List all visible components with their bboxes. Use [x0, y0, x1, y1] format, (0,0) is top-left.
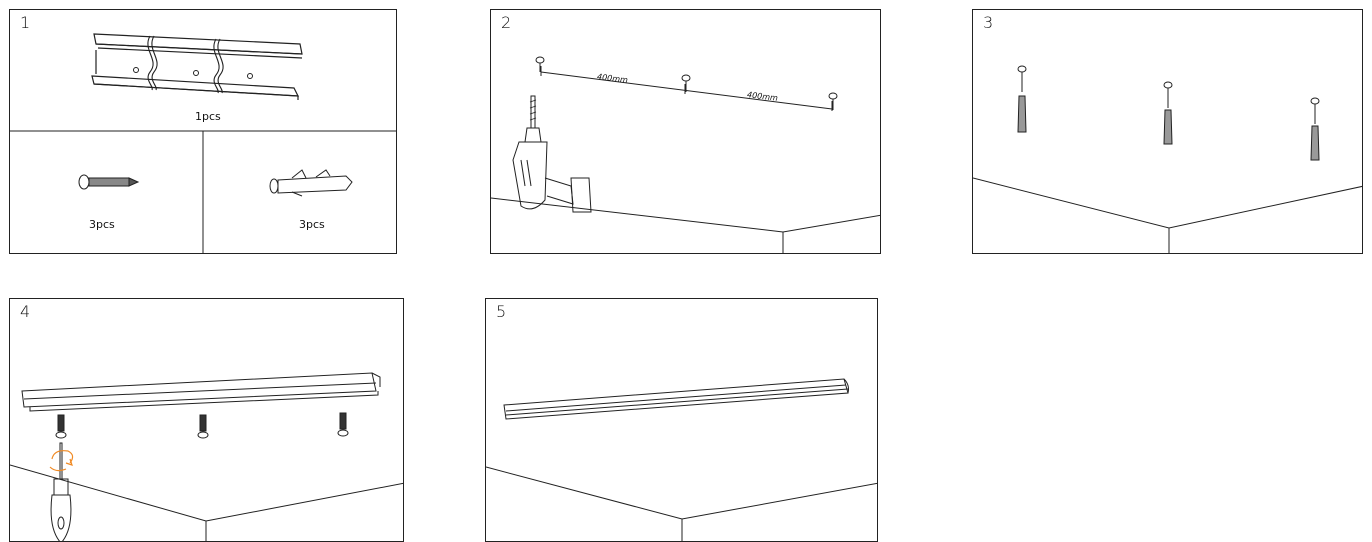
anchor-part [269, 169, 353, 197]
anchors-illustration [973, 65, 1362, 253]
step-5-panel: 5 [485, 298, 878, 542]
break-marks [147, 35, 224, 94]
finished-rail-illustration [486, 378, 877, 541]
anchor-icon [1017, 95, 1027, 133]
parts-illustration [10, 33, 396, 253]
rail-quantity: 1pcs [195, 110, 221, 123]
step-2-panel: 2 [490, 9, 881, 254]
step-number: 4 [20, 302, 31, 321]
step-number: 2 [501, 13, 512, 32]
step-3-panel: 3 [972, 9, 1363, 254]
drilling-illustration [491, 56, 880, 253]
step-number: 1 [20, 13, 31, 32]
rotation-arrow-icon [49, 450, 74, 472]
rail-part [91, 33, 303, 100]
screw-part [78, 174, 140, 190]
step-1-panel: 1 [9, 9, 397, 254]
anchor-icon [1310, 125, 1320, 161]
screwdriver-icon [59, 442, 63, 480]
step-4-panel: 4 [9, 298, 404, 542]
screw-quantity: 3pcs [89, 218, 115, 231]
step-number: 3 [983, 13, 994, 32]
step-number: 5 [496, 302, 507, 321]
mount-rail-illustration [10, 372, 403, 541]
anchor-icon [1163, 109, 1173, 145]
anchor-quantity: 3pcs [299, 218, 325, 231]
